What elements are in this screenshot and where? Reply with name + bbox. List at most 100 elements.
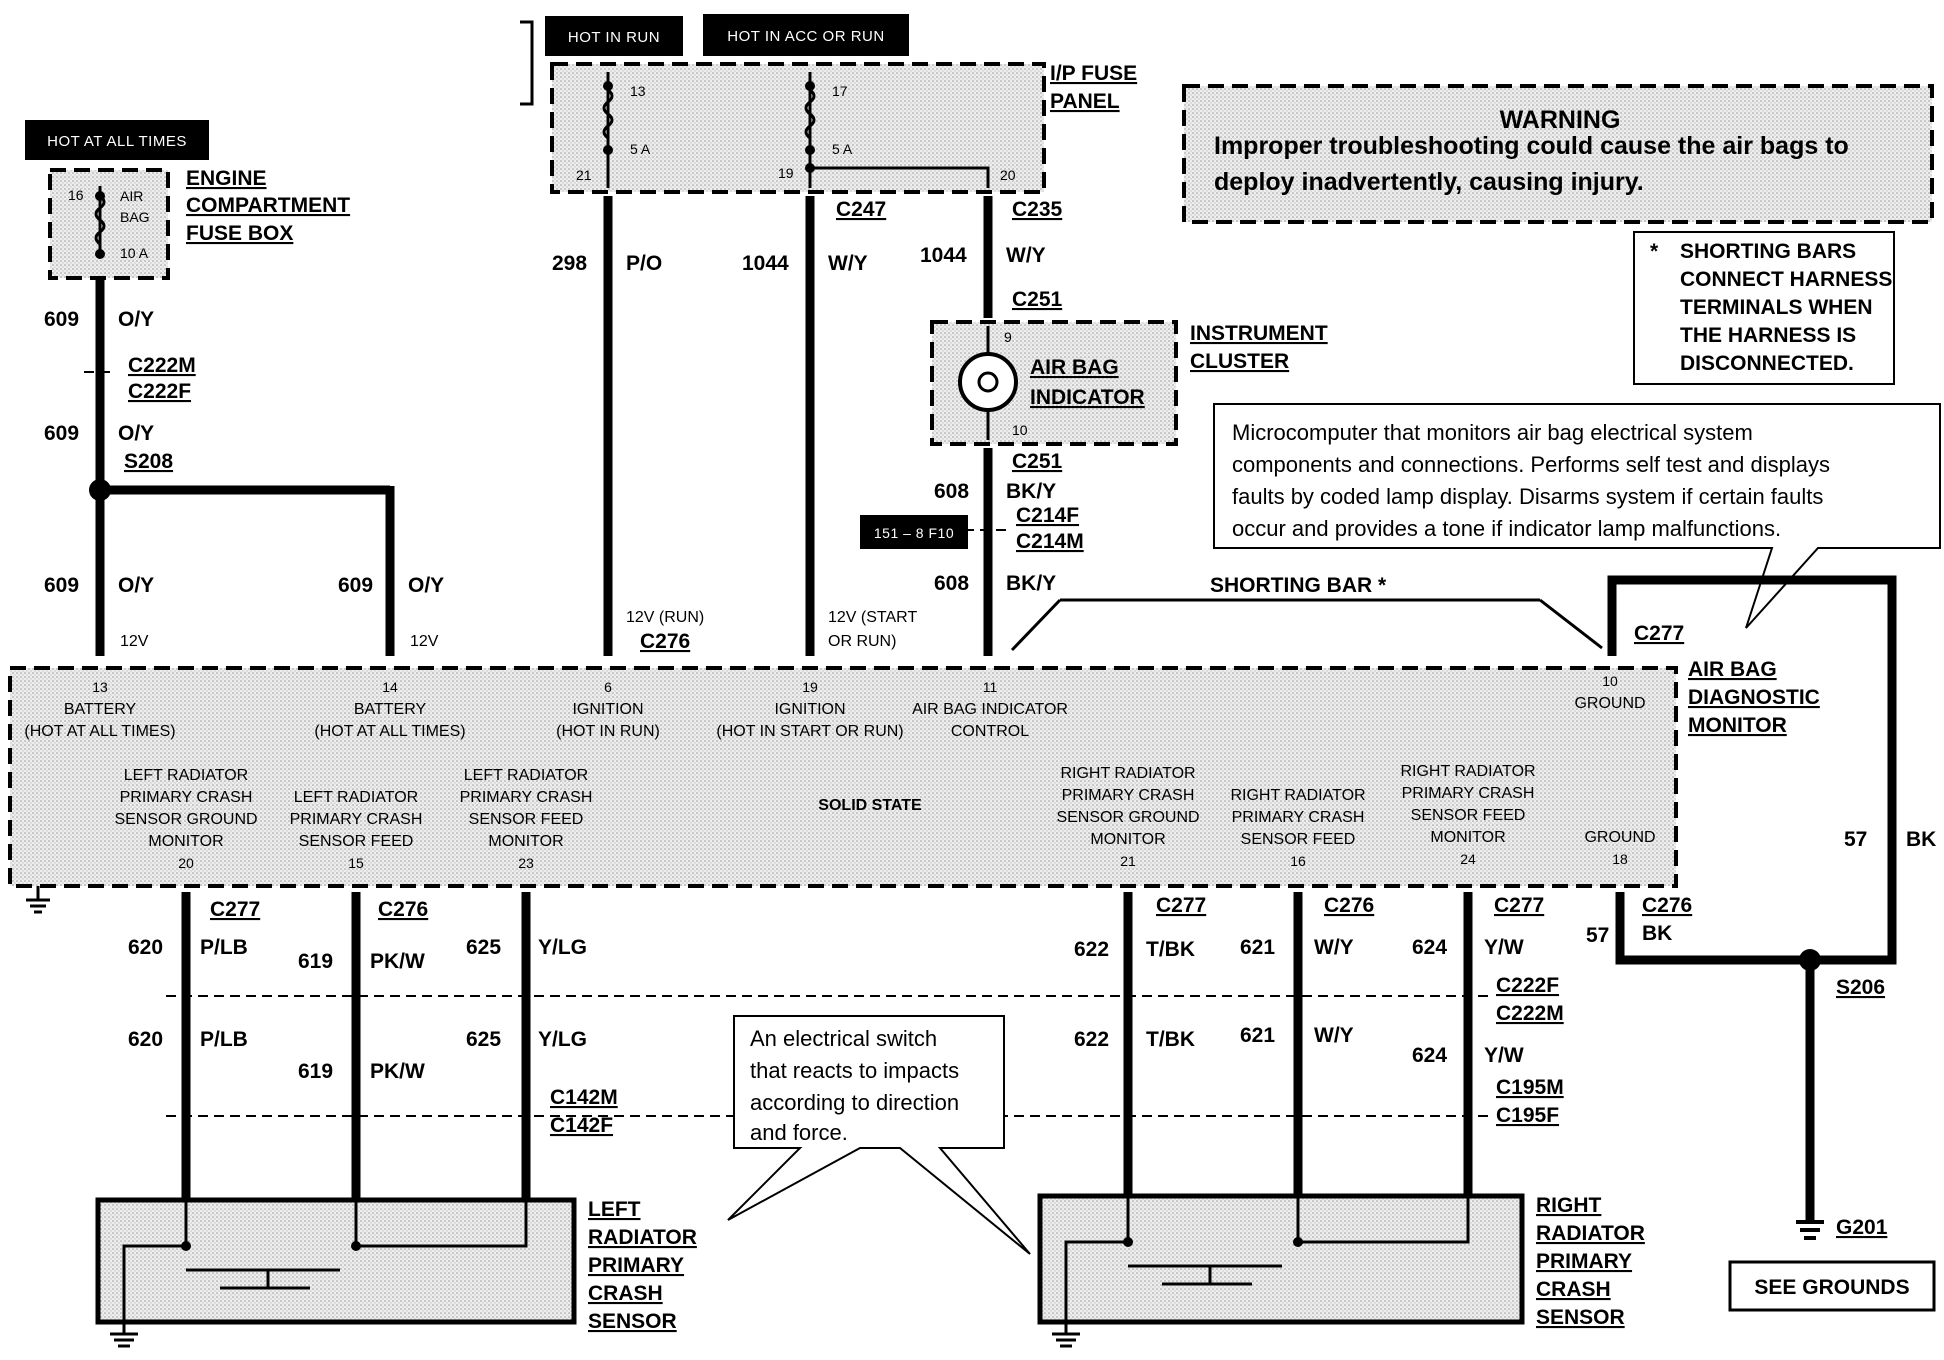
svg-text:RIGHT RADIATOR: RIGHT RADIATOR bbox=[1230, 787, 1365, 804]
svg-text:Y/W: Y/W bbox=[1484, 1044, 1524, 1067]
ground-icon bbox=[1052, 1322, 1080, 1348]
svg-text:C222M: C222M bbox=[128, 354, 196, 377]
svg-text:AIR BAG: AIR BAG bbox=[1030, 356, 1119, 379]
svg-text:621: 621 bbox=[1240, 1024, 1275, 1047]
svg-text:ENGINE: ENGINE bbox=[186, 167, 267, 190]
svg-text:THE HARNESS IS: THE HARNESS IS bbox=[1680, 324, 1856, 347]
svg-text:609: 609 bbox=[338, 574, 373, 597]
svg-text:PRIMARY CRASH: PRIMARY CRASH bbox=[460, 789, 593, 806]
svg-text:C276: C276 bbox=[640, 630, 690, 653]
svg-text:PANEL: PANEL bbox=[1050, 90, 1120, 113]
wire-57-monitor bbox=[1615, 892, 1810, 965]
ground-icon bbox=[26, 886, 50, 914]
left-sensor-label: LEFT RADIATOR PRIMARY CRASH SENSOR bbox=[588, 1198, 697, 1333]
svg-text:IGNITION: IGNITION bbox=[774, 701, 845, 718]
svg-text:(HOT IN RUN): (HOT IN RUN) bbox=[556, 723, 660, 740]
left-crash-sensor bbox=[95, 1197, 577, 1348]
svg-text:CRASH: CRASH bbox=[1536, 1278, 1611, 1301]
svg-text:Y/LG: Y/LG bbox=[538, 936, 587, 959]
svg-text:SENSOR FEED: SENSOR FEED bbox=[1241, 831, 1356, 848]
svg-text:P/LB: P/LB bbox=[200, 936, 248, 959]
svg-text:625: 625 bbox=[466, 1028, 501, 1051]
svg-text:(HOT AT ALL TIMES): (HOT AT ALL TIMES) bbox=[314, 723, 465, 740]
svg-text:BK/Y: BK/Y bbox=[1006, 480, 1056, 503]
svg-text:1044: 1044 bbox=[920, 244, 967, 267]
svg-text:CRASH: CRASH bbox=[588, 1282, 663, 1305]
svg-text:C222M: C222M bbox=[1496, 1002, 1564, 1025]
svg-text:14: 14 bbox=[382, 679, 398, 695]
svg-text:Y/LG: Y/LG bbox=[538, 1028, 587, 1051]
svg-text:C247: C247 bbox=[836, 198, 886, 221]
ground-icon bbox=[110, 1322, 138, 1348]
svg-text:C277: C277 bbox=[1634, 622, 1684, 645]
svg-text:BATTERY: BATTERY bbox=[354, 701, 427, 718]
splice-s206-icon bbox=[1799, 949, 1821, 971]
svg-text:T/BK: T/BK bbox=[1146, 938, 1195, 961]
monitor-bottom-pins: LEFT RADIATOR PRIMARY CRASH SENSOR GROUN… bbox=[114, 763, 1655, 871]
svg-text:21: 21 bbox=[576, 167, 592, 183]
svg-text:C251: C251 bbox=[1012, 288, 1063, 311]
location-ref-tag: 151 – 8 F10 bbox=[860, 515, 968, 549]
svg-text:LEFT: LEFT bbox=[588, 1198, 641, 1221]
svg-text:10 A: 10 A bbox=[120, 245, 149, 261]
svg-text:LEFT RADIATOR: LEFT RADIATOR bbox=[294, 789, 418, 806]
svg-text:(HOT AT ALL TIMES): (HOT AT ALL TIMES) bbox=[24, 723, 175, 740]
svg-text:MONITOR: MONITOR bbox=[1090, 831, 1165, 848]
svg-text:HOT IN ACC OR RUN: HOT IN ACC OR RUN bbox=[727, 28, 884, 45]
svg-text:12V (RUN): 12V (RUN) bbox=[626, 609, 704, 626]
svg-text:RIGHT RADIATOR: RIGHT RADIATOR bbox=[1400, 763, 1535, 780]
svg-text:CONTROL: CONTROL bbox=[951, 723, 1029, 740]
svg-text:HOT AT ALL TIMES: HOT AT ALL TIMES bbox=[47, 133, 187, 150]
svg-text:Microcomputer that monitors ai: Microcomputer that monitors air bag elec… bbox=[1232, 420, 1753, 445]
svg-text:COMPARTMENT: COMPARTMENT bbox=[186, 194, 350, 217]
see-grounds-link: SEE GROUNDS bbox=[1754, 1276, 1909, 1299]
svg-text:151 – 8 F10: 151 – 8 F10 bbox=[874, 525, 954, 541]
svg-text:298: 298 bbox=[552, 252, 587, 275]
hot-in-acc-or-run-tag: HOT IN ACC OR RUN bbox=[703, 14, 909, 56]
see-grounds-box[interactable]: SEE GROUNDS bbox=[1728, 1260, 1936, 1312]
svg-text:FUSE BOX: FUSE BOX bbox=[186, 222, 293, 245]
svg-text:13: 13 bbox=[92, 679, 108, 695]
svg-text:occur and provides a tone if i: occur and provides a tone if indicator l… bbox=[1232, 516, 1781, 541]
svg-text:CLUSTER: CLUSTER bbox=[1190, 350, 1289, 373]
monitor-top-pins: 13 BATTERY (HOT AT ALL TIMES) 14 BATTERY… bbox=[24, 673, 1645, 740]
fuse-icon bbox=[94, 194, 106, 246]
svg-text:IGNITION: IGNITION bbox=[572, 701, 643, 718]
svg-text:faults by coded lamp display.: faults by coded lamp display. Disarms sy… bbox=[1232, 484, 1823, 509]
instrument-cluster: 9 10 AIR BAG INDICATOR bbox=[930, 320, 1178, 446]
svg-text:O/Y: O/Y bbox=[118, 308, 154, 331]
svg-text:C251: C251 bbox=[1012, 450, 1063, 473]
svg-text:619: 619 bbox=[298, 1060, 333, 1083]
right-crash-sensor bbox=[1037, 1193, 1525, 1348]
svg-text:12V (START: 12V (START bbox=[828, 609, 917, 626]
svg-text:P/LB: P/LB bbox=[200, 1028, 248, 1051]
svg-text:An electrical switch: An electrical switch bbox=[750, 1026, 937, 1051]
svg-text:AIR BAG: AIR BAG bbox=[1688, 658, 1777, 681]
svg-text:G201: G201 bbox=[1836, 1216, 1888, 1239]
svg-text:that reacts to impacts: that reacts to impacts bbox=[750, 1058, 959, 1083]
svg-text:620: 620 bbox=[128, 936, 163, 959]
air-bag-diagnostic-monitor-label: AIR BAG DIAGNOSTIC MONITOR bbox=[1688, 658, 1820, 737]
svg-text:TERMINALS WHEN: TERMINALS WHEN bbox=[1680, 296, 1873, 319]
svg-text:RADIATOR: RADIATOR bbox=[1536, 1222, 1645, 1245]
ip-fuse-panel: 13 21 5 A 17 19 5 A 20 bbox=[550, 62, 1046, 194]
svg-text:BATTERY: BATTERY bbox=[64, 701, 137, 718]
svg-text:INSTRUMENT: INSTRUMENT bbox=[1190, 322, 1328, 345]
svg-text:O/Y: O/Y bbox=[408, 574, 444, 597]
svg-text:SENSOR GROUND: SENSOR GROUND bbox=[114, 811, 257, 828]
svg-text:19: 19 bbox=[778, 165, 794, 181]
svg-text:624: 624 bbox=[1412, 936, 1447, 959]
svg-text:9: 9 bbox=[1004, 329, 1012, 345]
right-sensor-label: RIGHT RADIATOR PRIMARY CRASH SENSOR bbox=[1536, 1194, 1645, 1329]
shorting-bar-line bbox=[1010, 598, 1062, 652]
svg-text:SHORTING BARS: SHORTING BARS bbox=[1680, 240, 1856, 263]
svg-text:C142M: C142M bbox=[550, 1086, 618, 1109]
svg-text:INDICATOR: INDICATOR bbox=[1030, 386, 1145, 409]
svg-text:1044: 1044 bbox=[742, 252, 789, 275]
svg-text:GROUND: GROUND bbox=[1584, 829, 1655, 846]
svg-text:HOT IN RUN: HOT IN RUN bbox=[568, 29, 660, 46]
engine-fuse-box-label: ENGINE COMPARTMENT FUSE BOX bbox=[186, 167, 350, 245]
svg-text:SENSOR FEED: SENSOR FEED bbox=[299, 833, 414, 850]
instrument-cluster-label: INSTRUMENT CLUSTER bbox=[1190, 322, 1328, 373]
svg-text:57: 57 bbox=[1844, 828, 1867, 851]
